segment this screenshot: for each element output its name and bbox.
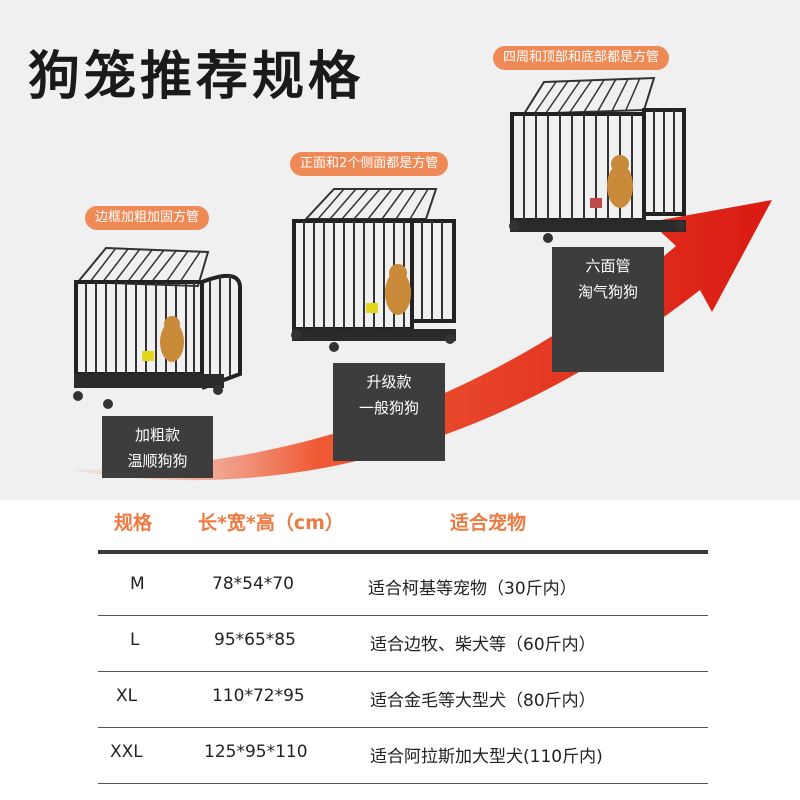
cage-3-image xyxy=(509,76,686,243)
row-size: L xyxy=(130,630,140,650)
row-size: XL xyxy=(116,686,138,706)
header-dimensions: 长*宽*高（cm） xyxy=(198,512,344,534)
header-size: 规格 xyxy=(114,512,153,534)
cage-3-line1: 六面管 xyxy=(585,257,631,275)
cage-3-label: 六面管 淘气狗狗 xyxy=(552,247,664,372)
row-pet: 适合边牧、柴犬等（60斤内） xyxy=(370,635,596,655)
cage-3-line2: 淘气狗狗 xyxy=(577,283,638,301)
cage-2-tag: 正面和2个侧面都是方管 xyxy=(290,152,449,176)
cage-2-line1: 升级款 xyxy=(366,373,412,391)
row-divider xyxy=(98,783,708,784)
cage-2-image xyxy=(291,188,456,352)
cage-3-tag: 四周和顶部和底部都是方管 xyxy=(493,46,670,70)
row-size: M xyxy=(130,574,145,594)
row-divider xyxy=(98,615,708,616)
table-row: XL 110*72*95 适合金毛等大型犬（80斤内） xyxy=(98,672,708,728)
cage-1-line1: 加粗款 xyxy=(134,426,180,444)
table-row: XXL 125*95*110 适合阿拉斯加大型犬(110斤内) xyxy=(98,728,708,784)
cage-1-label: 加粗款 温顺狗狗 xyxy=(102,416,213,478)
table-row: M 78*54*70 适合柯基等宠物（30斤内） xyxy=(98,560,708,616)
row-dimensions: 110*72*95 xyxy=(212,686,305,706)
row-pet: 适合金毛等大型犬（80斤内） xyxy=(370,691,596,711)
row-dimensions: 125*95*110 xyxy=(204,742,308,762)
row-pet: 适合柯基等宠物（30斤内） xyxy=(368,579,577,599)
header-divider xyxy=(98,550,708,554)
cage-2-line2: 一般狗狗 xyxy=(358,399,419,417)
cage-1-image xyxy=(73,246,242,409)
row-pet: 适合阿拉斯加大型犬(110斤内) xyxy=(370,747,603,767)
row-dimensions: 95*65*85 xyxy=(214,630,296,650)
cage-2-label: 升级款 一般狗狗 xyxy=(333,363,445,461)
row-divider xyxy=(98,727,708,728)
row-dimensions: 78*54*70 xyxy=(212,574,294,594)
cage-1-line2: 温顺狗狗 xyxy=(127,452,188,470)
cage-1-tag: 边框加粗加固方管 xyxy=(85,206,210,230)
row-size: XXL xyxy=(110,742,143,762)
table-row: L 95*65*85 适合边牧、柴犬等（60斤内） xyxy=(98,616,708,672)
page-title: 狗笼推荐规格 xyxy=(28,47,365,107)
row-divider xyxy=(98,671,708,672)
header-suitable-pet: 适合宠物 xyxy=(450,512,527,534)
